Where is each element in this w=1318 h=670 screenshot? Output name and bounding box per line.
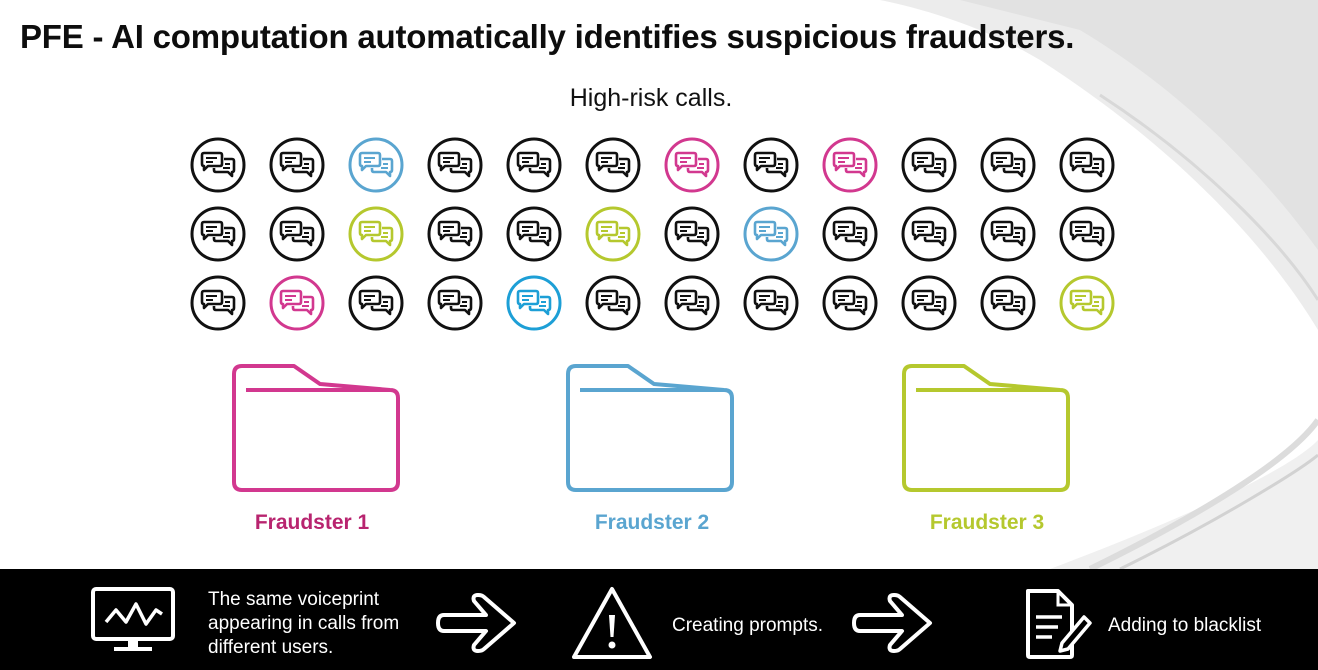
monitor-waveform-icon — [91, 587, 175, 651]
step-1-line-3: different users. — [208, 637, 334, 658]
call-chat-bubbles-icon — [427, 206, 483, 262]
step-1-line-1: The same voiceprint — [208, 589, 380, 610]
call-chat-bubbles-icon — [901, 206, 957, 262]
call-chat-bubbles-icon — [980, 275, 1036, 331]
call-chat-bubbles-icon — [585, 275, 641, 331]
call-chat-bubbles-icon — [348, 275, 404, 331]
call-chat-bubbles-icon — [664, 137, 720, 193]
call-chat-bubbles-icon — [901, 137, 957, 193]
call-chat-bubbles-icon — [190, 275, 246, 331]
call-chat-bubbles-icon — [190, 137, 246, 193]
process-bar: The same voiceprint appearing in calls f… — [0, 569, 1318, 670]
call-chat-bubbles-icon — [980, 137, 1036, 193]
step-1-text: The same voiceprint appearing in calls f… — [208, 588, 399, 660]
call-chat-bubbles-icon — [822, 137, 878, 193]
fraudster-2-folder-icon — [566, 364, 734, 492]
right-arrow-icon — [852, 593, 932, 653]
call-chat-bubbles-icon — [1059, 275, 1115, 331]
fraudster-1-folder-icon — [232, 364, 400, 492]
call-chat-bubbles-icon — [585, 206, 641, 262]
fraudster-1-label: Fraudster 1 — [254, 511, 370, 534]
step-1-line-2: appearing in calls from — [208, 613, 400, 634]
call-chat-bubbles-icon — [506, 206, 562, 262]
call-chat-bubbles-icon — [901, 275, 957, 331]
call-chat-bubbles-icon — [822, 275, 878, 331]
step-2-text: Creating prompts. — [672, 615, 824, 636]
call-chat-bubbles-icon — [506, 275, 562, 331]
call-chat-bubbles-icon — [743, 275, 799, 331]
call-chat-bubbles-icon — [664, 275, 720, 331]
call-chat-bubbles-icon — [427, 275, 483, 331]
call-chat-bubbles-icon — [269, 275, 325, 331]
call-chat-bubbles-icon — [743, 206, 799, 262]
call-chat-bubbles-icon — [348, 137, 404, 193]
call-chat-bubbles-icon — [190, 206, 246, 262]
call-chat-bubbles-icon — [1059, 137, 1115, 193]
call-chat-bubbles-icon — [664, 206, 720, 262]
call-chat-bubbles-icon — [822, 206, 878, 262]
warning-triangle-icon — [572, 587, 652, 659]
fraudster-3-folder-icon — [902, 364, 1070, 492]
call-chat-bubbles-icon — [743, 137, 799, 193]
document-pen-icon — [1026, 589, 1092, 659]
page-title: PFE - AI computation automatically ident… — [20, 18, 1075, 55]
right-arrow-icon — [436, 593, 516, 653]
fraudster-3-label: Fraudster 3 — [929, 511, 1045, 534]
step-3-text: Adding to blacklist — [1108, 615, 1262, 636]
call-chat-bubbles-icon — [980, 206, 1036, 262]
call-chat-bubbles-icon — [1059, 206, 1115, 262]
call-chat-bubbles-icon — [269, 137, 325, 193]
call-chat-bubbles-icon — [348, 206, 404, 262]
call-chat-bubbles-icon — [269, 206, 325, 262]
fraudster-2-label: Fraudster 2 — [594, 511, 710, 534]
subtitle: High-risk calls. — [569, 84, 733, 112]
call-chat-bubbles-icon — [427, 137, 483, 193]
call-chat-bubbles-icon — [585, 137, 641, 193]
call-chat-bubbles-icon — [506, 137, 562, 193]
